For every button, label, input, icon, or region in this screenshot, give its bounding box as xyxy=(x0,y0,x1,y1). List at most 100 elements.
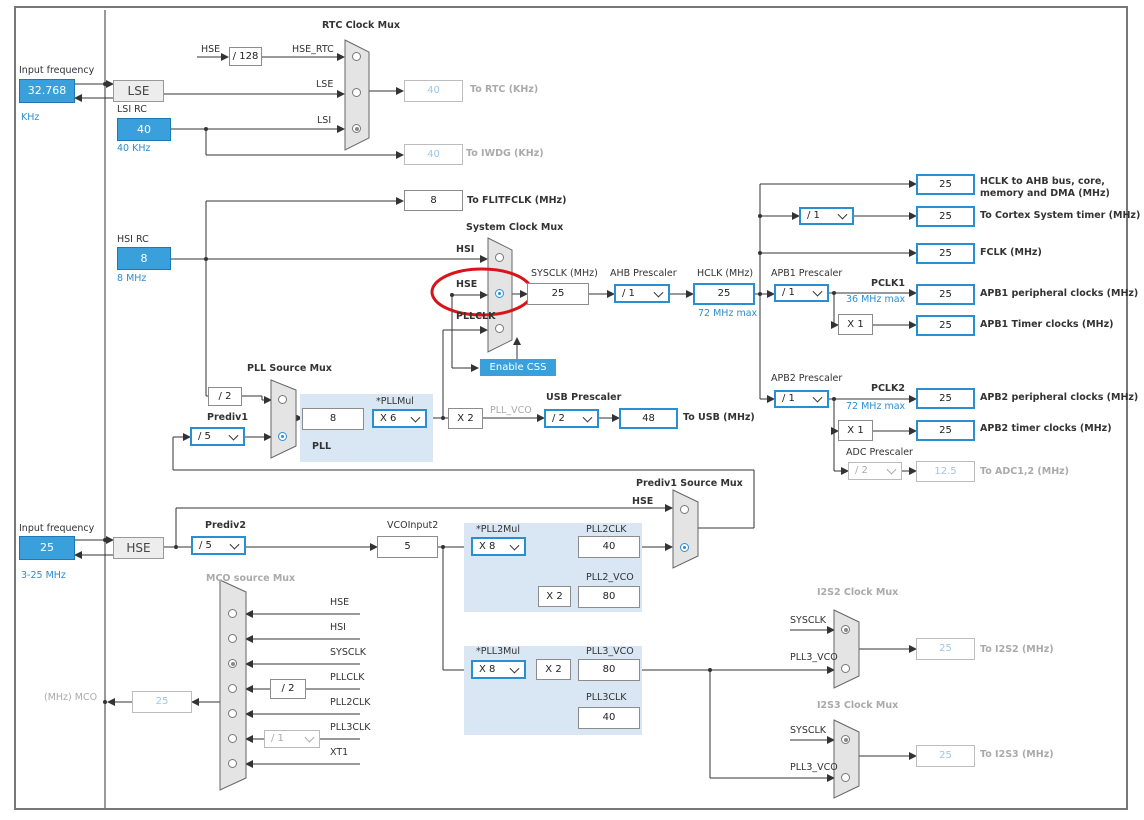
pll3-mul-select[interactable]: X 8 xyxy=(471,660,526,679)
mco-output-label: (MHz) MCO xyxy=(44,692,98,703)
mco-pllclk-radio[interactable] xyxy=(228,684,237,693)
chevron-down-icon xyxy=(582,412,593,423)
rtc-lsi-label: LSI xyxy=(317,115,332,126)
mco-input-hsi: HSI xyxy=(330,622,346,633)
apb1-timer-value[interactable]: 25 xyxy=(916,315,975,336)
chevron-down-icon xyxy=(812,392,823,403)
hse-input-frequency-field[interactable]: 25 xyxy=(19,536,75,560)
rtc-mux-lse-radio[interactable] xyxy=(352,88,361,97)
apb1-prescaler-select[interactable]: / 1 xyxy=(774,284,829,302)
i2s2-pll3vco-radio[interactable] xyxy=(841,664,850,673)
lse-unit-label: KHz xyxy=(21,112,40,123)
ahb-prescaler-label: AHB Prescaler xyxy=(610,268,677,279)
usb-prescaler-select[interactable]: / 2 xyxy=(544,409,599,428)
pll3-vco-multiplier: X 2 xyxy=(536,659,571,680)
adc-output-value[interactable]: 12.5 xyxy=(916,461,975,482)
pll-label: PLL xyxy=(312,441,332,452)
usb-prescaler-value: / 2 xyxy=(552,413,565,424)
prediv1-value: / 5 xyxy=(198,431,211,442)
i2s2-mux-title: I2S2 Clock Mux xyxy=(817,587,899,598)
enable-css-button[interactable]: Enable CSS xyxy=(480,359,556,376)
pll2-mul-value: X 8 xyxy=(479,541,496,552)
apb1-max-note: 36 MHz max xyxy=(846,294,906,305)
i2s2-mux xyxy=(833,609,860,689)
pll3-vco-label: PLL3_VCO xyxy=(586,646,634,657)
hsi-rc-value: 8 xyxy=(117,247,171,270)
i2s3-sysclk-radio[interactable] xyxy=(841,735,850,744)
prediv1-source-pll2-radio[interactable] xyxy=(680,543,689,552)
apb2-prescaler-select[interactable]: / 1 xyxy=(774,390,829,408)
pll-source-mux xyxy=(270,379,297,459)
prediv1-source-mux-title: Prediv1 Source Mux xyxy=(636,478,743,489)
ahb-output-value[interactable]: 25 xyxy=(916,174,975,195)
i2s2-sysclk-radio[interactable] xyxy=(841,625,850,634)
sysmux-pllclk-radio[interactable] xyxy=(495,324,504,333)
fclk-output-value[interactable]: 25 xyxy=(916,243,975,264)
prediv2-select[interactable]: / 5 xyxy=(191,536,246,555)
mco-div1-value: / 1 xyxy=(271,733,284,744)
pll2-mul-select[interactable]: X 8 xyxy=(471,537,526,556)
pclk2-label: PCLK2 xyxy=(871,383,905,394)
rtc-mux-lsi-radio[interactable] xyxy=(352,124,361,133)
mco-input-pll2clk: PLL2CLK xyxy=(330,697,371,708)
i2s2-output-value: 25 xyxy=(916,638,975,660)
prediv1-label: Prediv1 xyxy=(207,412,248,423)
i2s3-mux-title: I2S3 Clock Mux xyxy=(817,700,899,711)
i2s3-pll3vco-radio[interactable] xyxy=(841,773,850,782)
apb2-peripheral-value[interactable]: 25 xyxy=(916,388,975,409)
pll3-vco-value: 80 xyxy=(578,659,640,681)
prediv1-select[interactable]: / 5 xyxy=(190,427,245,446)
pll-mul-select[interactable]: X 6 xyxy=(372,409,427,428)
adc-prescaler-select[interactable]: / 2 xyxy=(848,462,902,480)
hsi-div2-box: / 2 xyxy=(208,387,242,406)
hclk-field[interactable]: 25 xyxy=(693,283,755,305)
pll-source-prediv1-radio[interactable] xyxy=(278,432,287,441)
vco-input2-label: VCOInput2 xyxy=(387,520,439,531)
chevron-down-icon xyxy=(228,430,239,441)
ahb-prescaler-value: / 1 xyxy=(622,288,635,299)
usb-prescaler-label: USB Prescaler xyxy=(546,392,622,403)
mco-pll2clk-radio[interactable] xyxy=(228,709,237,718)
apb1-timer-multiplier: X 1 xyxy=(838,314,873,335)
chevron-down-icon xyxy=(837,209,848,220)
apb2-timer-label: APB2 timer clocks (MHz) xyxy=(980,423,1112,434)
mco-input-pllclk: PLLCLK xyxy=(330,672,365,683)
rtc-lse-label: LSE xyxy=(316,79,334,90)
lsi-frequency-note: 40 KHz xyxy=(117,143,151,154)
hsi-frequency-note: 8 MHz xyxy=(117,273,147,284)
cortex-timer-prescaler-select[interactable]: / 1 xyxy=(799,207,854,225)
i2s3-output-label: To I2S3 (MHz) xyxy=(980,749,1054,760)
mco-xt1-radio[interactable] xyxy=(228,759,237,768)
lse-input-frequency-label: Input frequency xyxy=(19,65,95,76)
rtc-mux-hse-radio[interactable] xyxy=(352,52,361,61)
apb2-timer-value[interactable]: 25 xyxy=(916,420,975,441)
flitfclk-label: To FLITFCLK (MHz) xyxy=(467,195,567,206)
pll-source-hsi-radio[interactable] xyxy=(278,395,287,404)
sysmux-hsi-label: HSI xyxy=(456,244,475,255)
mco-output-value: 25 xyxy=(132,691,192,713)
mco-pll3clk-radio[interactable] xyxy=(228,734,237,743)
hclk-label: HCLK (MHz) xyxy=(697,268,754,279)
chevron-down-icon xyxy=(304,732,315,743)
cortex-timer-output-value[interactable]: 25 xyxy=(916,206,975,227)
i2s3-sysclk-label: SYSCLK xyxy=(790,725,827,736)
mco-input-sysclk: SYSCLK xyxy=(330,647,367,658)
lse-block: LSE xyxy=(113,80,164,102)
usb-output-value[interactable]: 48 xyxy=(619,408,678,429)
sysmux-hse-label: HSE xyxy=(456,279,478,290)
mco-pll3clk-divider-select[interactable]: / 1 xyxy=(264,730,320,748)
prediv1-source-hse-radio[interactable] xyxy=(680,505,689,514)
hclk-max-note: 72 MHz max xyxy=(698,308,758,319)
chevron-down-icon xyxy=(886,464,897,475)
mco-sysclk-radio[interactable] xyxy=(228,659,237,668)
apb1-peripheral-value[interactable]: 25 xyxy=(916,284,975,305)
apb2-timer-multiplier: X 1 xyxy=(838,420,873,441)
sysmux-hsi-radio[interactable] xyxy=(495,253,504,262)
ahb-prescaler-select[interactable]: / 1 xyxy=(614,284,670,303)
mco-hsi-radio[interactable] xyxy=(228,634,237,643)
hse-block: HSE xyxy=(113,537,164,559)
lse-input-frequency-field[interactable]: 32.768 xyxy=(19,79,75,103)
mco-hse-radio[interactable] xyxy=(228,609,237,618)
chevron-down-icon xyxy=(653,287,664,298)
sysmux-hse-radio[interactable] xyxy=(495,289,504,298)
